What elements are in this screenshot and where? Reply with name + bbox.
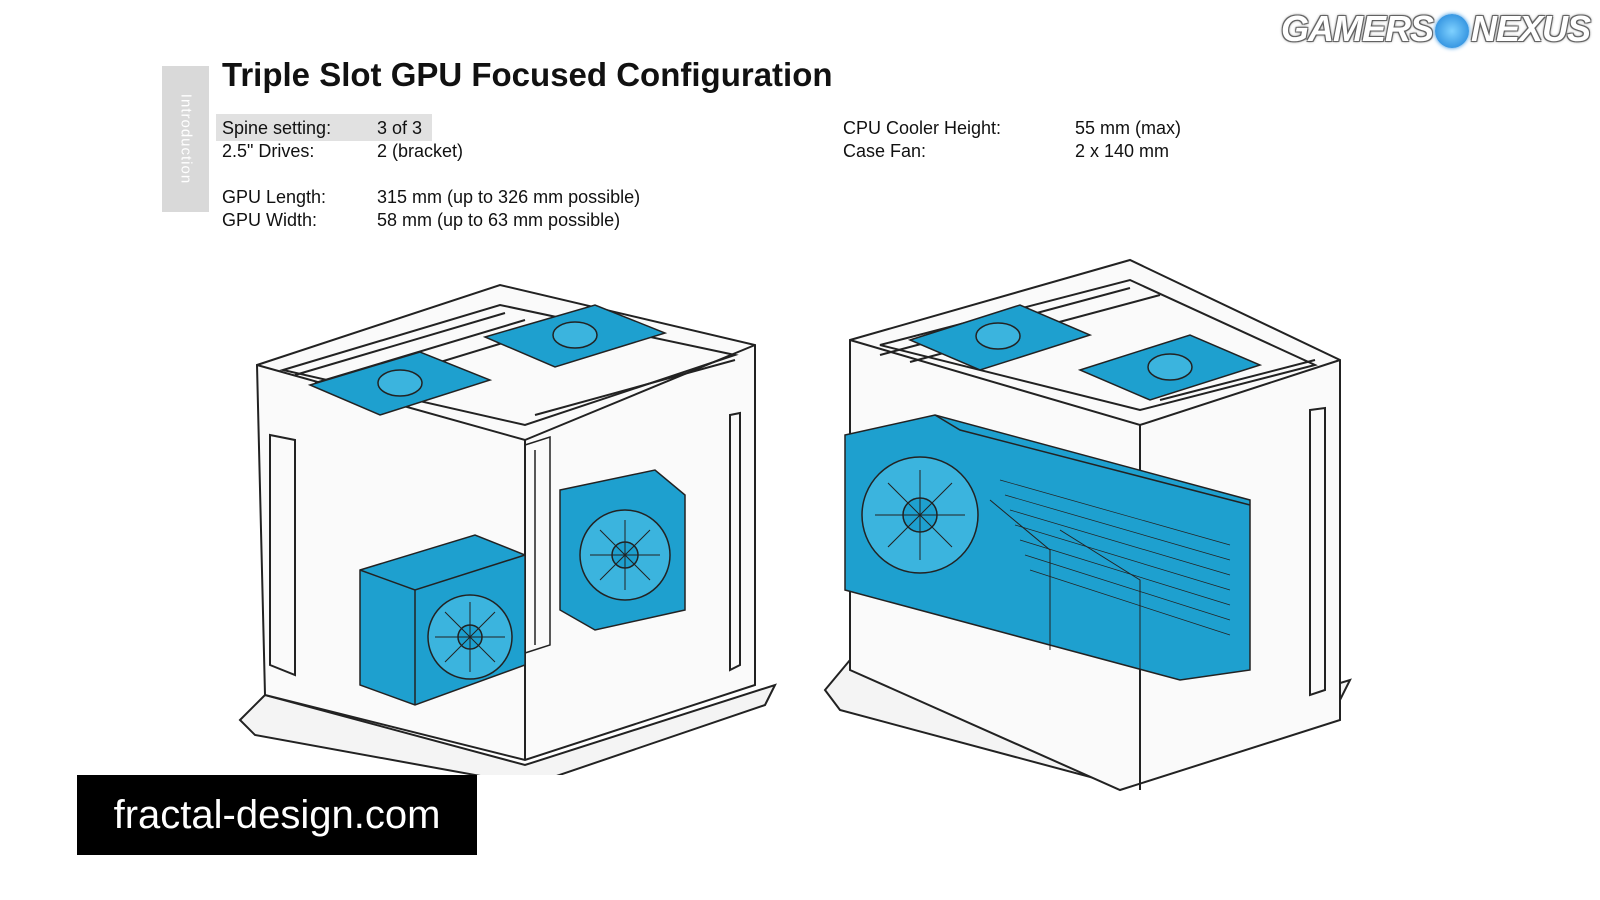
top-fans-right xyxy=(907,304,1263,401)
logo-emblem-icon xyxy=(1434,14,1469,49)
spec-label-case-fan: Case Fan: xyxy=(843,141,927,161)
psu-block xyxy=(359,534,526,706)
cpu-cooler xyxy=(559,469,686,631)
case-illustration-left xyxy=(238,283,777,775)
spec-label-gpu-width: GPU Width: xyxy=(222,210,318,230)
spec-label-spine: Spine setting: xyxy=(222,118,332,138)
logo-text-right: NEXUS xyxy=(1470,8,1591,49)
logo-text-left: GAMERS xyxy=(1280,8,1434,49)
page-title: Triple Slot GPU Focused Configuration xyxy=(222,56,833,93)
spec-value-gpu-width: 58 mm (up to 63 mm possible) xyxy=(377,210,621,230)
gpu-card xyxy=(844,414,1251,681)
section-tab: Introduction xyxy=(162,66,209,212)
case-illustration-right xyxy=(823,258,1352,792)
source-url-caption: fractal-design.com xyxy=(77,775,477,855)
spec-label-drives: 2.5" Drives: xyxy=(222,141,315,161)
spec-value-case-fan: 2 x 140 mm xyxy=(1075,141,1170,161)
top-fans-left xyxy=(307,304,668,416)
spec-value-spine: 3 of 3 xyxy=(377,118,423,138)
spec-value-cooler: 55 mm (max) xyxy=(1075,118,1182,138)
spec-label-gpu-length: GPU Length: xyxy=(222,187,327,207)
spine-highlight xyxy=(216,114,432,141)
spec-value-drives: 2 (bracket) xyxy=(377,141,464,161)
spec-label-cooler: CPU Cooler Height: xyxy=(843,118,1002,138)
spec-value-gpu-length: 315 mm (up to 326 mm possible) xyxy=(377,187,641,207)
section-tab-label: Introduction xyxy=(177,93,194,185)
gamers-nexus-logo: GAMERS NEXUS xyxy=(1280,8,1591,50)
